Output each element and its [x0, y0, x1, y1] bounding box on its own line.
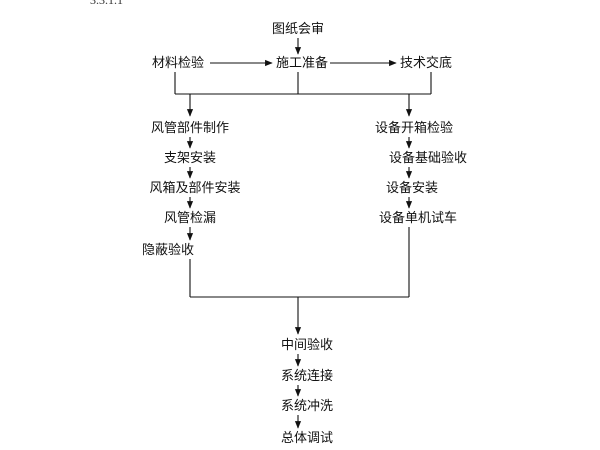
node-equipment-foundation: 设备基础验收 — [389, 150, 467, 166]
node-overall-commissioning: 总体调试 — [281, 431, 333, 446]
node-mid-acceptance: 中间验收 — [281, 337, 333, 353]
node-drawing-review: 图纸会审 — [272, 22, 324, 37]
node-support-install: 支架安装 — [164, 151, 216, 166]
node-tech-briefing: 技术交底 — [400, 55, 452, 71]
node-concealed-acceptance: 隐蔽验收 — [142, 242, 194, 258]
node-system-connection: 系统连接 — [281, 368, 333, 384]
node-system-flushing: 系统冲洗 — [281, 399, 333, 414]
node-material-inspection: 材料检验 — [152, 55, 204, 71]
node-duct-fabrication: 风管部件制作 — [151, 121, 229, 136]
node-construction-prep: 施工准备 — [276, 55, 328, 71]
node-duct-leak-test: 风管检漏 — [164, 210, 216, 226]
section-number: 3.3.1.1 — [90, 0, 123, 7]
node-air-box-install: 风箱及部件安装 — [149, 180, 240, 196]
node-single-machine-test: 设备单机试车 — [379, 210, 457, 226]
node-equipment-install: 设备安装 — [386, 180, 438, 196]
node-equipment-unpacking: 设备开箱检验 — [375, 120, 453, 136]
